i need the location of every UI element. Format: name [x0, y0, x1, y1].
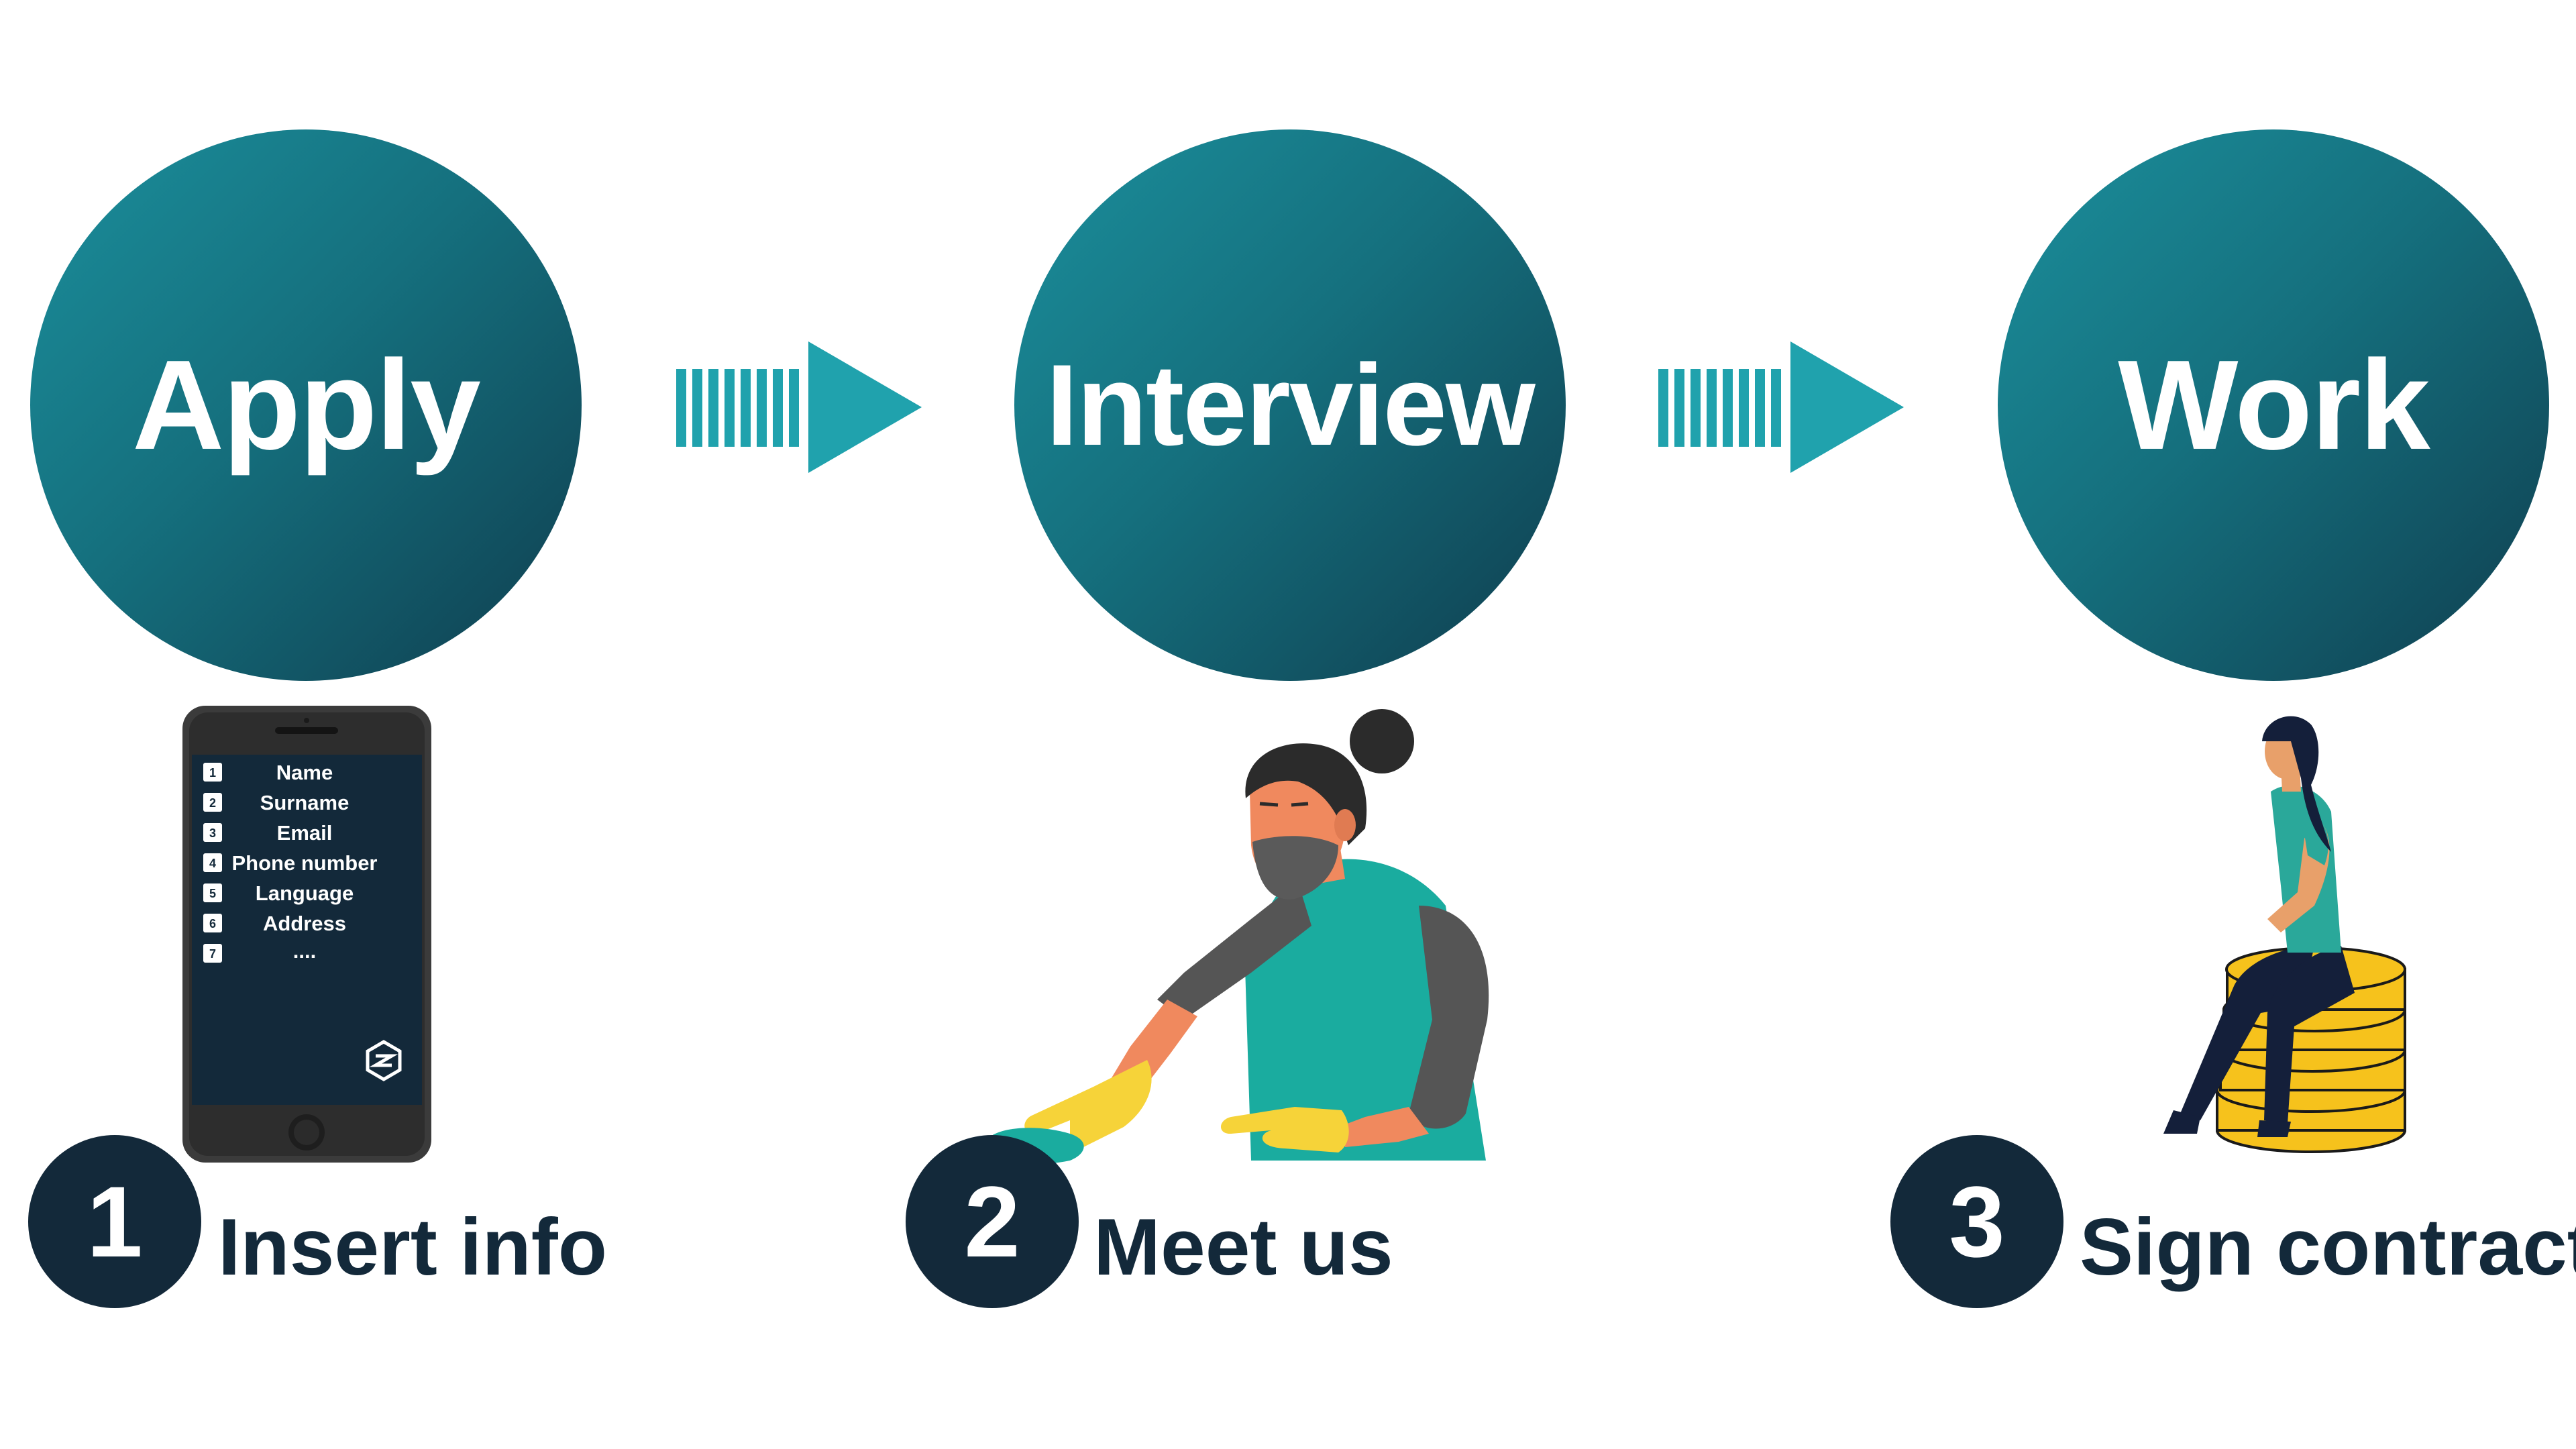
step-caption: Insert info	[218, 1202, 608, 1292]
field-number: 5	[209, 887, 216, 900]
step-number: 3	[1949, 1165, 2005, 1278]
field-label: Language	[256, 881, 354, 905]
phone-illustration	[182, 706, 431, 1163]
apply-title: Apply	[132, 334, 481, 476]
step-number-badge: 1	[28, 1135, 201, 1308]
form-field-row: 5 Language	[203, 881, 354, 905]
step-number-badge: 2	[906, 1135, 1079, 1308]
field-label: Phone number	[231, 851, 377, 875]
field-number: 7	[209, 947, 216, 961]
field-number: 4	[209, 857, 216, 870]
form-field-row: 1 Name	[203, 761, 333, 784]
step-number-badge: 3	[1890, 1135, 2063, 1308]
field-number: 3	[209, 826, 216, 840]
field-label: ....	[293, 939, 316, 963]
step-number: 1	[87, 1165, 143, 1278]
step-caption: Sign contract	[2080, 1202, 2576, 1292]
step-number: 2	[964, 1165, 1020, 1278]
arrow-right-icon	[676, 341, 922, 473]
form-field-row: 4 Phone number	[203, 851, 378, 875]
interview-title: Interview	[1046, 341, 1536, 470]
form-field-row: 2 Surname	[203, 791, 349, 814]
form-field-row: 7 ....	[203, 939, 316, 963]
field-number: 6	[209, 917, 216, 930]
work-title: Work	[2118, 334, 2430, 476]
field-number: 1	[209, 766, 216, 780]
step-caption: Meet us	[1093, 1202, 1393, 1292]
work-circle: Work	[1998, 129, 2549, 681]
cleaning-person-illustration	[986, 709, 1489, 1165]
field-label: Name	[276, 761, 333, 784]
brand-logo-icon	[366, 1040, 402, 1081]
form-field-row: 3 Email	[203, 821, 332, 845]
field-label: Address	[263, 912, 346, 935]
field-label: Surname	[260, 791, 350, 814]
apply-circle: Apply	[30, 129, 582, 681]
phone-form-fields: 1 Name 2 Surname 3 Email 4 Phone number …	[203, 761, 378, 963]
interview-circle: Interview	[1014, 129, 1566, 681]
arrow-right-icon	[1658, 341, 1904, 473]
field-label: Email	[277, 821, 333, 845]
field-number: 2	[209, 796, 216, 810]
woman-on-coins-illustration	[2163, 716, 2406, 1153]
form-field-row: 6 Address	[203, 912, 346, 935]
